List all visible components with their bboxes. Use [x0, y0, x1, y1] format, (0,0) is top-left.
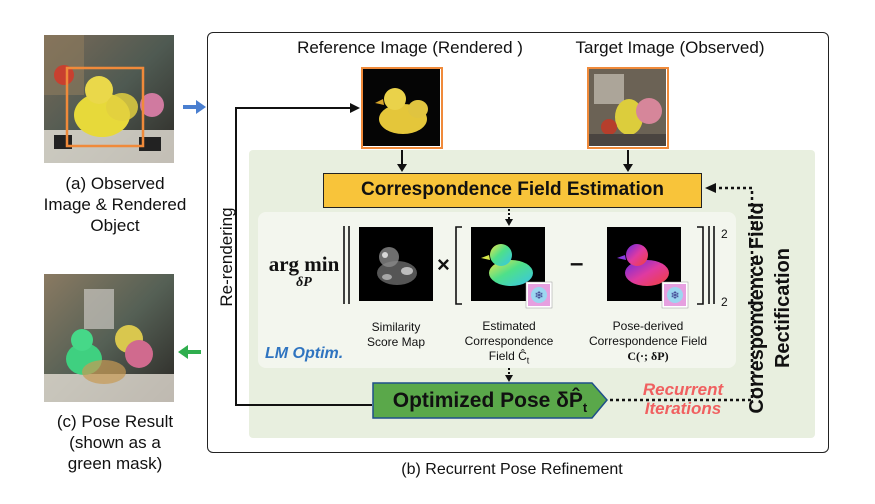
norm-superscript: 2	[721, 227, 728, 241]
argmin-label: arg min δP	[268, 252, 340, 290]
estimated-field-image: ❄	[471, 227, 553, 309]
pose-result-image	[44, 274, 174, 402]
observed-caption: (a) Observed Image & Rendered Object	[43, 174, 187, 235]
reference-image	[361, 67, 443, 149]
estimated-caption: Estimated Correspondence Field Ĉt	[464, 319, 554, 366]
result-caption: (c) Pose Result (shown as a green mask)	[56, 412, 174, 473]
refinement-caption: (b) Recurrent Pose Refinement	[401, 461, 623, 478]
minus-symbol: –	[570, 250, 584, 277]
optimized-pose-label: Optimized Pose δP̂t	[392, 389, 588, 416]
output-arrow-icon	[178, 345, 201, 359]
similarity-caption: Similarity Score Map	[366, 320, 426, 349]
correspondence-field-estimation-box: Correspondence Field Estimation	[323, 173, 702, 208]
pose-derived-field-image: ❄	[607, 227, 689, 309]
observed-image	[44, 35, 174, 163]
input-arrow-icon	[183, 100, 206, 114]
svg-text:❄: ❄	[534, 289, 543, 302]
norm-subscript: 2	[721, 295, 728, 309]
lm-optim-label: LM Optim.	[265, 345, 344, 362]
pose-derived-caption: Pose-derived Correspondence Field C(·; δ…	[588, 319, 708, 363]
target-image	[587, 67, 669, 149]
target-label: Target Image (Observed)	[575, 38, 765, 57]
recurrent-iterations-label: Recurrent Iterations	[642, 380, 724, 418]
times-symbol: ×	[437, 252, 450, 277]
reference-label: Reference Image (Rendered )	[297, 38, 523, 57]
similarity-map-image	[359, 227, 433, 301]
svg-text:❄: ❄	[670, 289, 679, 302]
optimized-pose-box: Optimized Pose δP̂t	[372, 382, 608, 419]
